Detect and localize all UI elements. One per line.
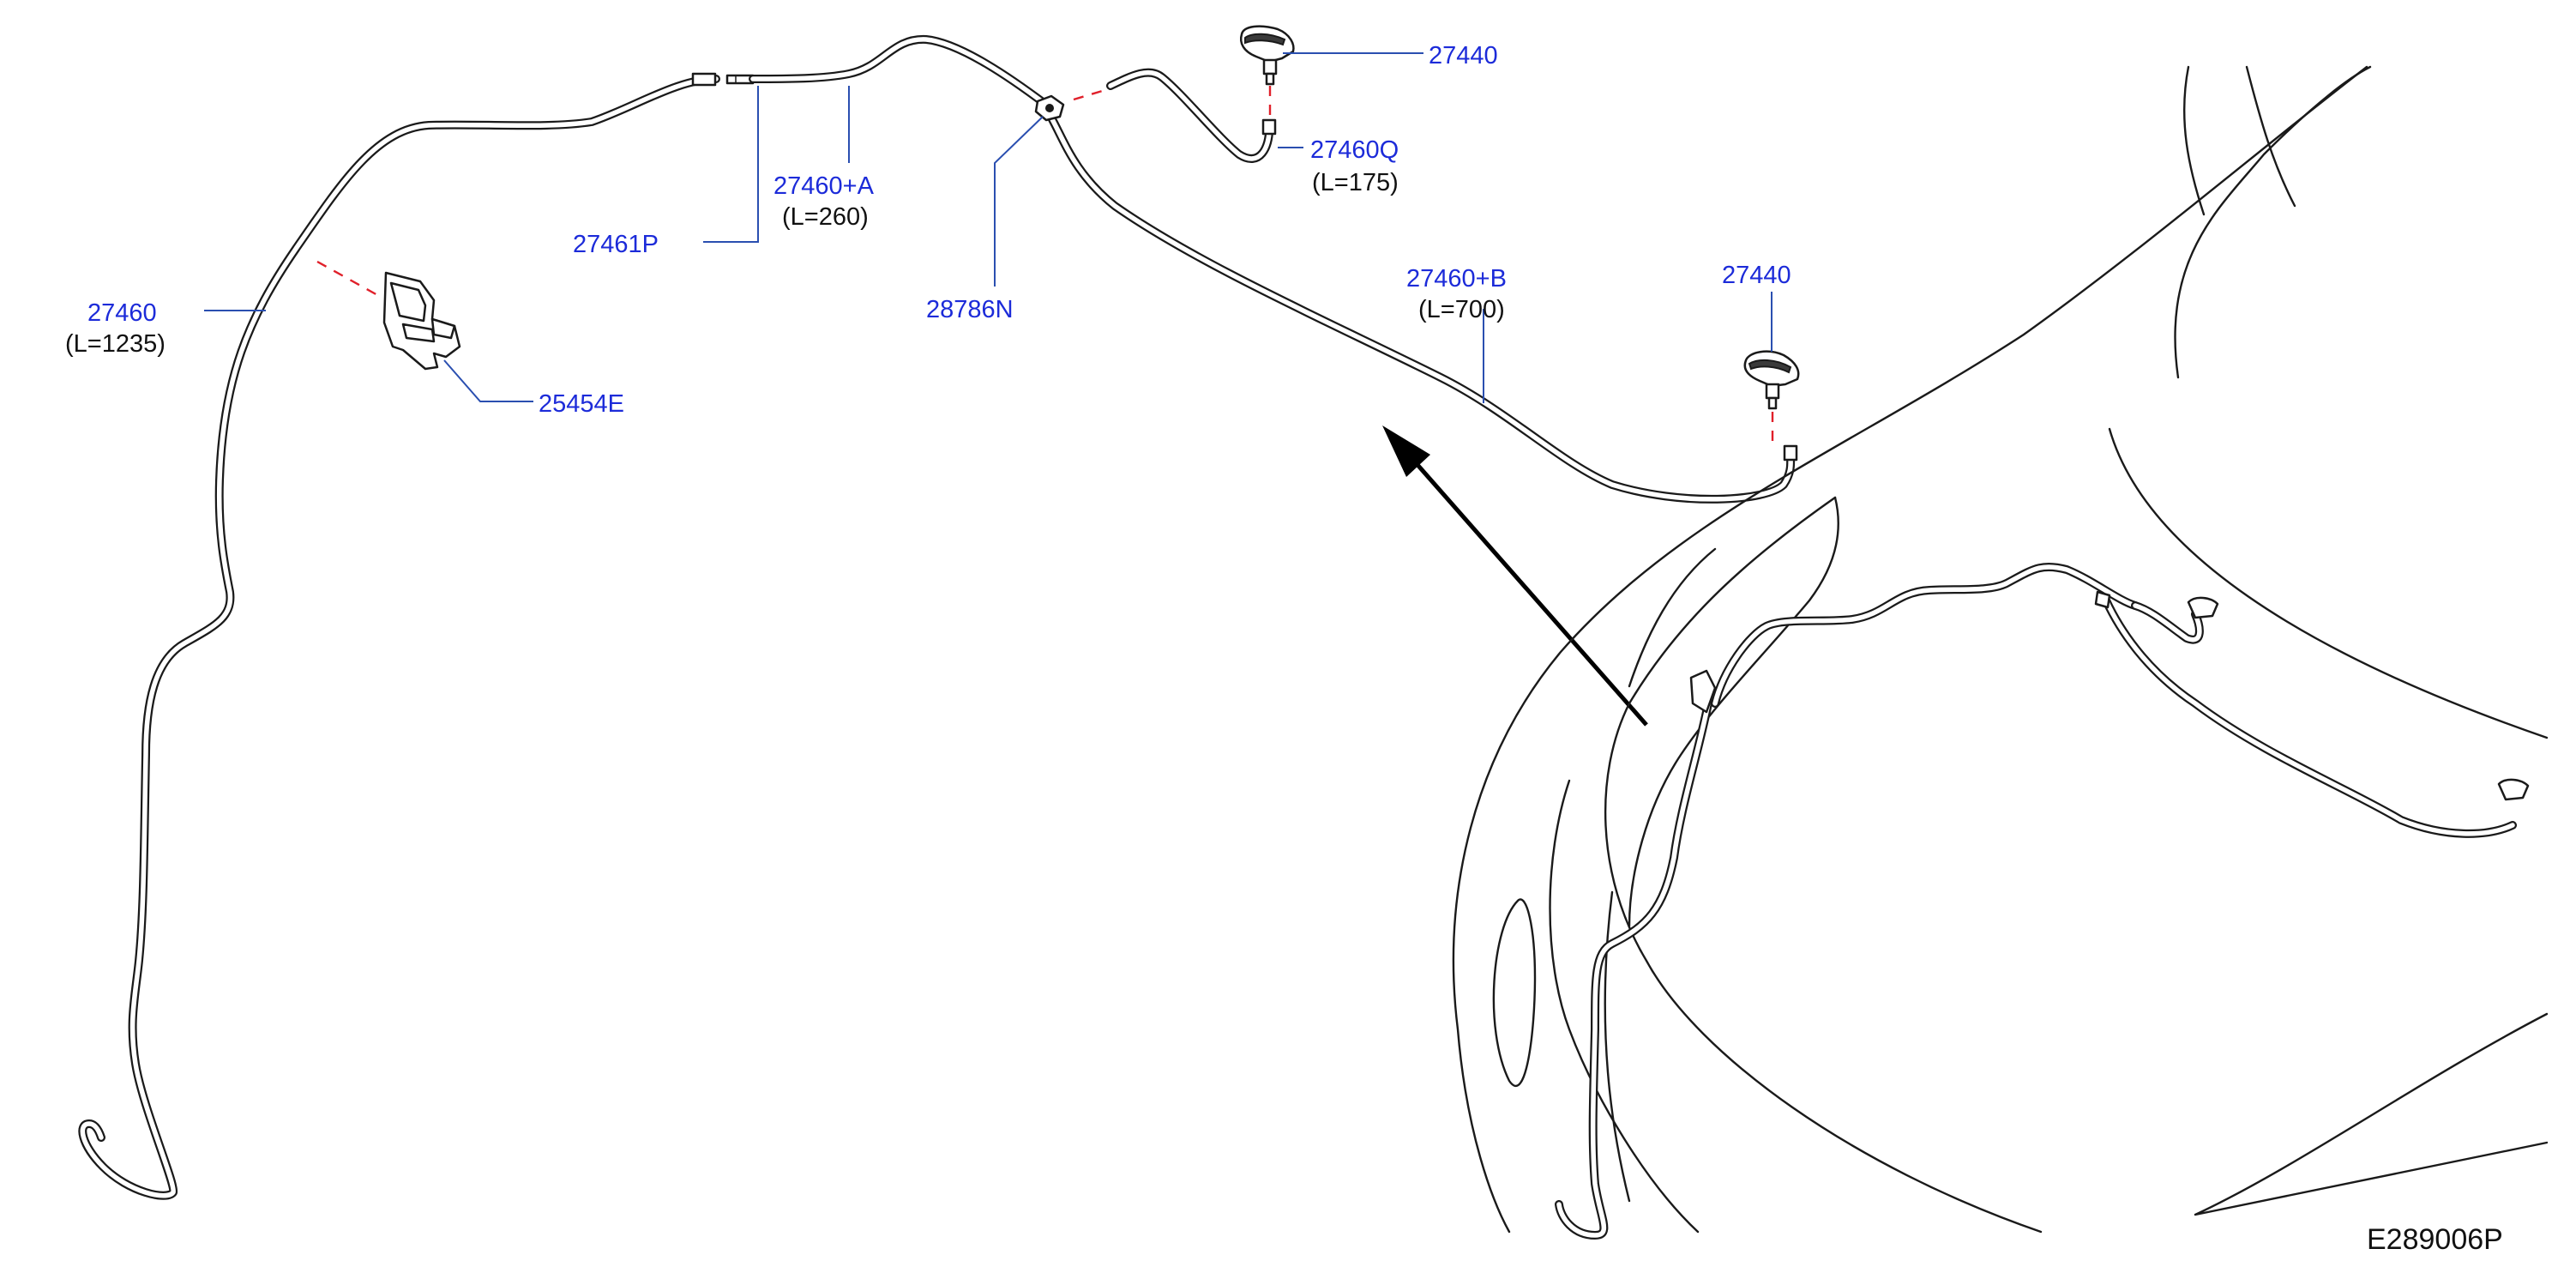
hose-27460-plus-a [749, 34, 1050, 109]
main-hose-27460 [78, 72, 720, 1200]
hose-27460Q [1106, 68, 1277, 163]
attach-line-joint [1073, 87, 1109, 101]
clip-25454E [382, 271, 461, 371]
leader-27461P [703, 86, 759, 243]
label-27440-top: 27440 [1429, 42, 1498, 69]
label-27460-plus-a: 27460+A [773, 172, 875, 200]
label-28786N: 28786N [926, 296, 1014, 323]
hose-27460-plus-b [1044, 107, 1798, 504]
joint-28786N [1034, 94, 1065, 122]
washer-nozzle-27440-top [1240, 25, 1295, 86]
attach-line-clip [316, 260, 380, 298]
leader-28786N [994, 116, 1044, 287]
label-27460-plus-b: 27460+B [1406, 265, 1507, 293]
label-25454E: 25454E [539, 390, 624, 418]
leader-25454E [443, 359, 533, 402]
label-27460-length: (L=1235) [65, 330, 166, 358]
vehicle-hood-outline [1452, 65, 2549, 1234]
label-27440-right: 27440 [1722, 262, 1791, 289]
location-arrow [1382, 425, 1648, 727]
label-27460Q: 27460Q [1310, 136, 1399, 164]
label-27460Q-length: (L=175) [1312, 169, 1399, 196]
washer-nozzle-27440-right [1743, 350, 1800, 410]
label-27460-plus-b-length: (L=700) [1418, 296, 1505, 323]
installed-washer-hose [1555, 562, 2530, 1240]
label-27460: 27460 [87, 299, 157, 327]
drawing-id: E289006P [2367, 1223, 2503, 1256]
label-27461P: 27461P [573, 231, 659, 258]
label-27460-plus-a-length: (L=260) [782, 203, 869, 231]
